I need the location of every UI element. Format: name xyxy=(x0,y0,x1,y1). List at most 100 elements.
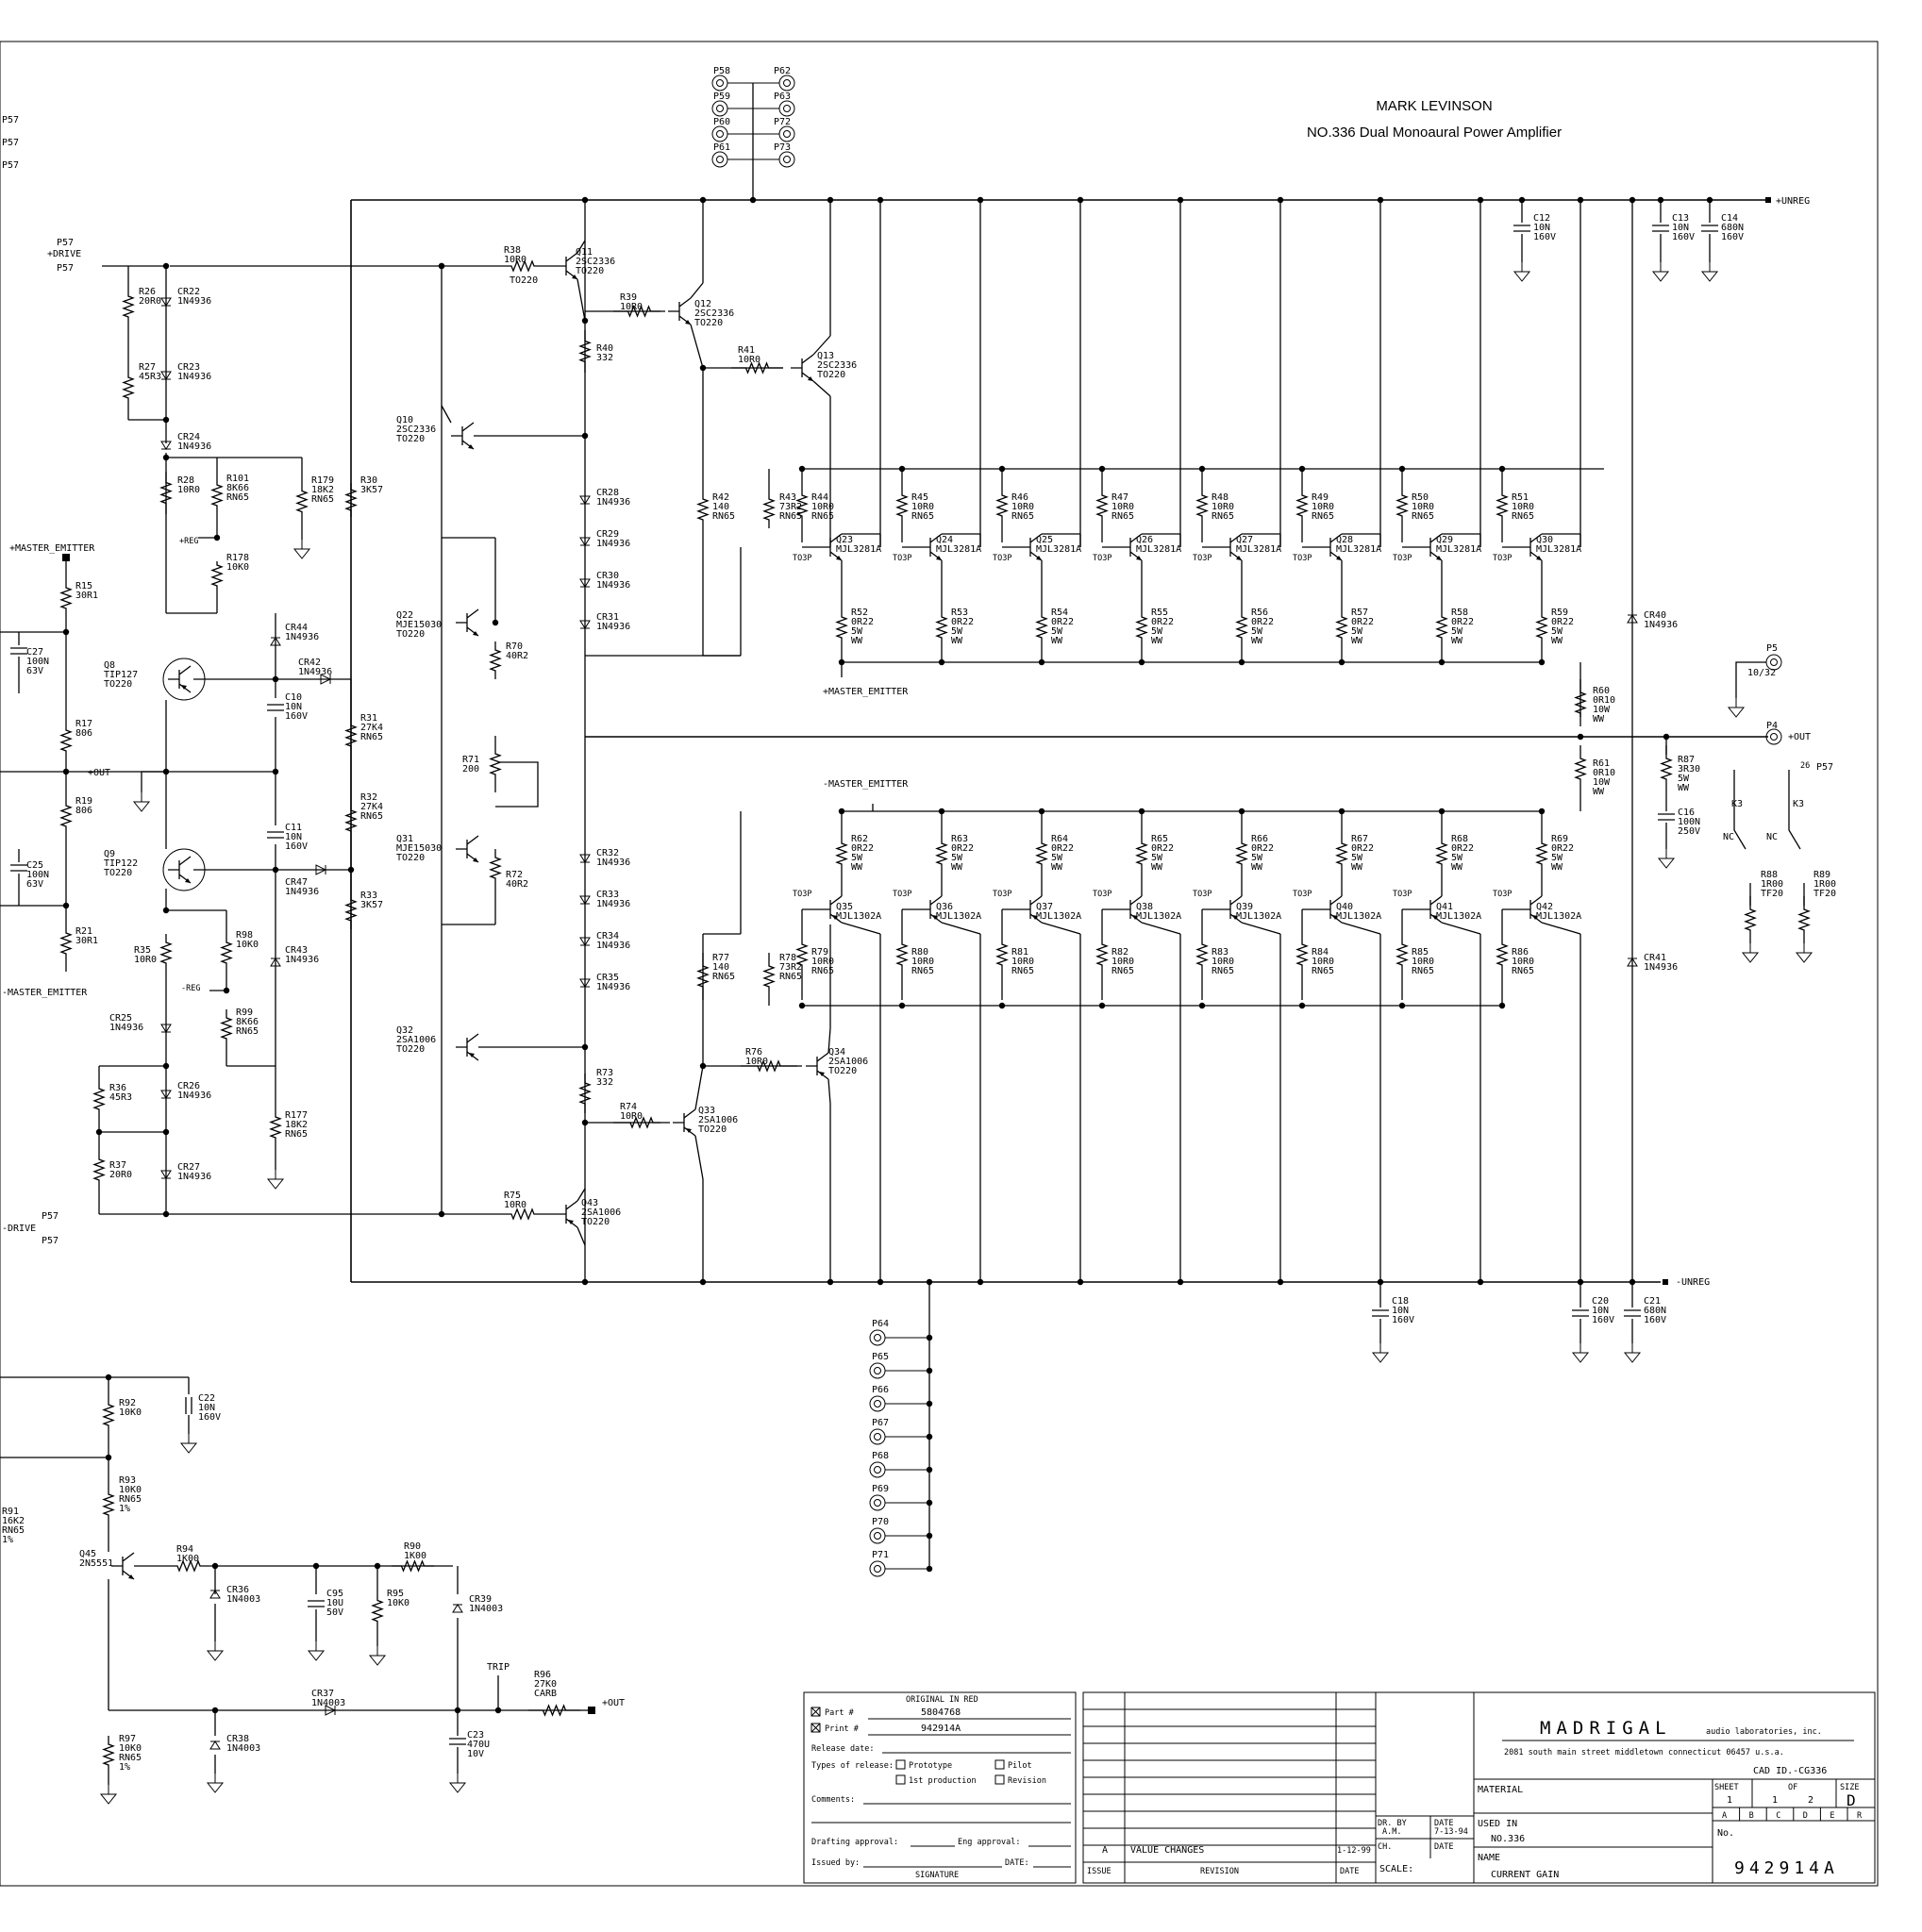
c11-value: 160V xyxy=(285,841,308,852)
r15 xyxy=(59,585,73,611)
q34-ref: Q34 xyxy=(828,1047,845,1058)
npn-base-value: RN65 xyxy=(1312,511,1334,522)
pnp-base-value: 10R0 xyxy=(1512,957,1534,967)
part-checkbox[interactable] xyxy=(811,1707,821,1717)
eng-label: Eng approval: xyxy=(958,1838,1021,1847)
npn-emitter-value: WW xyxy=(951,636,963,646)
company-address: 2081 south main street middletown connec… xyxy=(1504,1748,1784,1757)
number-label: No. xyxy=(1717,1828,1734,1839)
junction-dot xyxy=(347,866,355,874)
q11-package: TO220 xyxy=(510,275,538,286)
r101 xyxy=(210,476,224,514)
brand-title: MARK LEVINSON xyxy=(1376,98,1493,114)
q33-transistor xyxy=(673,1108,696,1137)
k3-nc-label-b: NC xyxy=(1766,832,1778,842)
product-title: NO.336 Dual Monoaural Power Amplifier xyxy=(1306,125,1563,141)
r32-ref: R32 xyxy=(360,792,377,803)
company-name: MADRIGAL xyxy=(1540,1718,1672,1739)
pnp-base-value: 10R0 xyxy=(1312,957,1334,967)
r97-ref: R97 xyxy=(119,1734,136,1744)
part-value: 5804768 xyxy=(921,1707,961,1718)
cr34-ref: CR34 xyxy=(596,931,619,941)
pnp-emitter-ref: R66 xyxy=(1251,834,1268,844)
r71-ref: R71 xyxy=(462,755,479,765)
r27-ref: R27 xyxy=(139,362,156,373)
npn-emitter-value: WW xyxy=(1551,636,1563,646)
r17-value: 806 xyxy=(75,728,92,739)
c12-cap xyxy=(1513,225,1530,232)
pnp-emitter-value: 0R22 xyxy=(1251,843,1274,854)
r43 xyxy=(762,491,776,528)
r61-ref: R61 xyxy=(1593,758,1610,769)
npn-emitter-value: 0R22 xyxy=(951,617,974,627)
r91-ref: R91 xyxy=(2,1507,19,1517)
c21-value: 160V xyxy=(1644,1315,1666,1325)
npn-package-label: TO3P xyxy=(1493,554,1512,563)
pnp-output-transistor xyxy=(1519,895,1543,924)
connector-P69 xyxy=(869,1494,886,1511)
q33-value: TO220 xyxy=(698,1124,727,1135)
pnp-base-resistor xyxy=(1396,909,1409,1000)
cr30-value: 1N4936 xyxy=(596,580,630,591)
pnp-output-transistor xyxy=(1119,895,1143,924)
prototype-checkbox[interactable] xyxy=(895,1759,906,1770)
k3-pin: 26 xyxy=(1800,761,1810,771)
npn-base-resistor xyxy=(1396,469,1409,542)
npn-emitter-ref: R55 xyxy=(1151,608,1168,618)
q13-value: TO220 xyxy=(817,370,845,380)
q9-transistor xyxy=(162,848,206,891)
pnp-base-resistor xyxy=(995,909,1009,1000)
npn-emitter-value: WW xyxy=(1151,636,1163,646)
r76-ref: R76 xyxy=(745,1047,762,1058)
r28-ref: R28 xyxy=(177,475,194,486)
issued-label: Issued by: xyxy=(811,1858,860,1868)
cr34-value: 1N4936 xyxy=(596,941,630,951)
r17-ref: R17 xyxy=(75,719,92,729)
connector-label: P69 xyxy=(872,1484,889,1494)
r98 xyxy=(220,934,233,972)
date-col: DATE xyxy=(1340,1867,1359,1876)
pnp-emitter-value: 0R22 xyxy=(851,843,874,854)
cr26-value: 1N4936 xyxy=(177,1091,211,1101)
r38-value: 10R0 xyxy=(504,255,526,265)
q31-value: TO220 xyxy=(396,853,425,863)
p57-drive-pos-a: P57 xyxy=(57,238,74,248)
p57-drive-pos-b: P57 xyxy=(57,263,74,274)
pnp-emitter-value: WW xyxy=(1251,862,1263,873)
revision-checkbox[interactable] xyxy=(994,1774,1005,1785)
npn-base-value: 10R0 xyxy=(1111,502,1134,512)
npn-base-value: 10R0 xyxy=(1312,502,1334,512)
pnp-package-label: TO3P xyxy=(1293,890,1312,899)
cr44-diode xyxy=(270,637,281,646)
r177 xyxy=(269,1113,282,1141)
print-checkbox[interactable] xyxy=(811,1723,821,1733)
pnp-output-label: Q42 xyxy=(1536,902,1553,912)
r36 xyxy=(92,1085,106,1113)
r101-value: RN65 xyxy=(226,492,249,503)
pnp-base-ref: R80 xyxy=(911,947,928,958)
first-production-checkbox[interactable] xyxy=(895,1774,906,1785)
q22-transistor xyxy=(456,608,479,637)
pilot-checkbox[interactable] xyxy=(994,1759,1005,1770)
pnp-type-label: MJL1302A xyxy=(1436,911,1481,922)
junction-dot xyxy=(1277,1278,1284,1286)
r89-ref: R89 xyxy=(1813,870,1830,880)
q22-value: TO220 xyxy=(396,629,425,640)
npn-package-label: TO3P xyxy=(1293,554,1312,563)
npn-output-transistor xyxy=(1219,533,1243,561)
q9-element xyxy=(168,856,192,884)
r43-value: RN65 xyxy=(779,511,802,522)
c22-ref: C22 xyxy=(198,1393,215,1404)
p4-label: P4 xyxy=(1766,721,1778,731)
pnp-base-value: RN65 xyxy=(1011,966,1034,976)
pnp-output-label: Q40 xyxy=(1336,902,1353,912)
zone-label: E xyxy=(1830,1811,1834,1821)
connector-label: P72 xyxy=(774,117,791,127)
print-label: Print # xyxy=(825,1724,860,1734)
connector-label: P68 xyxy=(872,1451,889,1461)
pnp-emitter-resistor xyxy=(1535,830,1548,877)
cr29-value: 1N4936 xyxy=(596,539,630,549)
junction-dot xyxy=(162,1210,170,1218)
cr40-value: 1N4936 xyxy=(1644,620,1678,630)
npn-output-label: Q27 xyxy=(1236,535,1253,545)
